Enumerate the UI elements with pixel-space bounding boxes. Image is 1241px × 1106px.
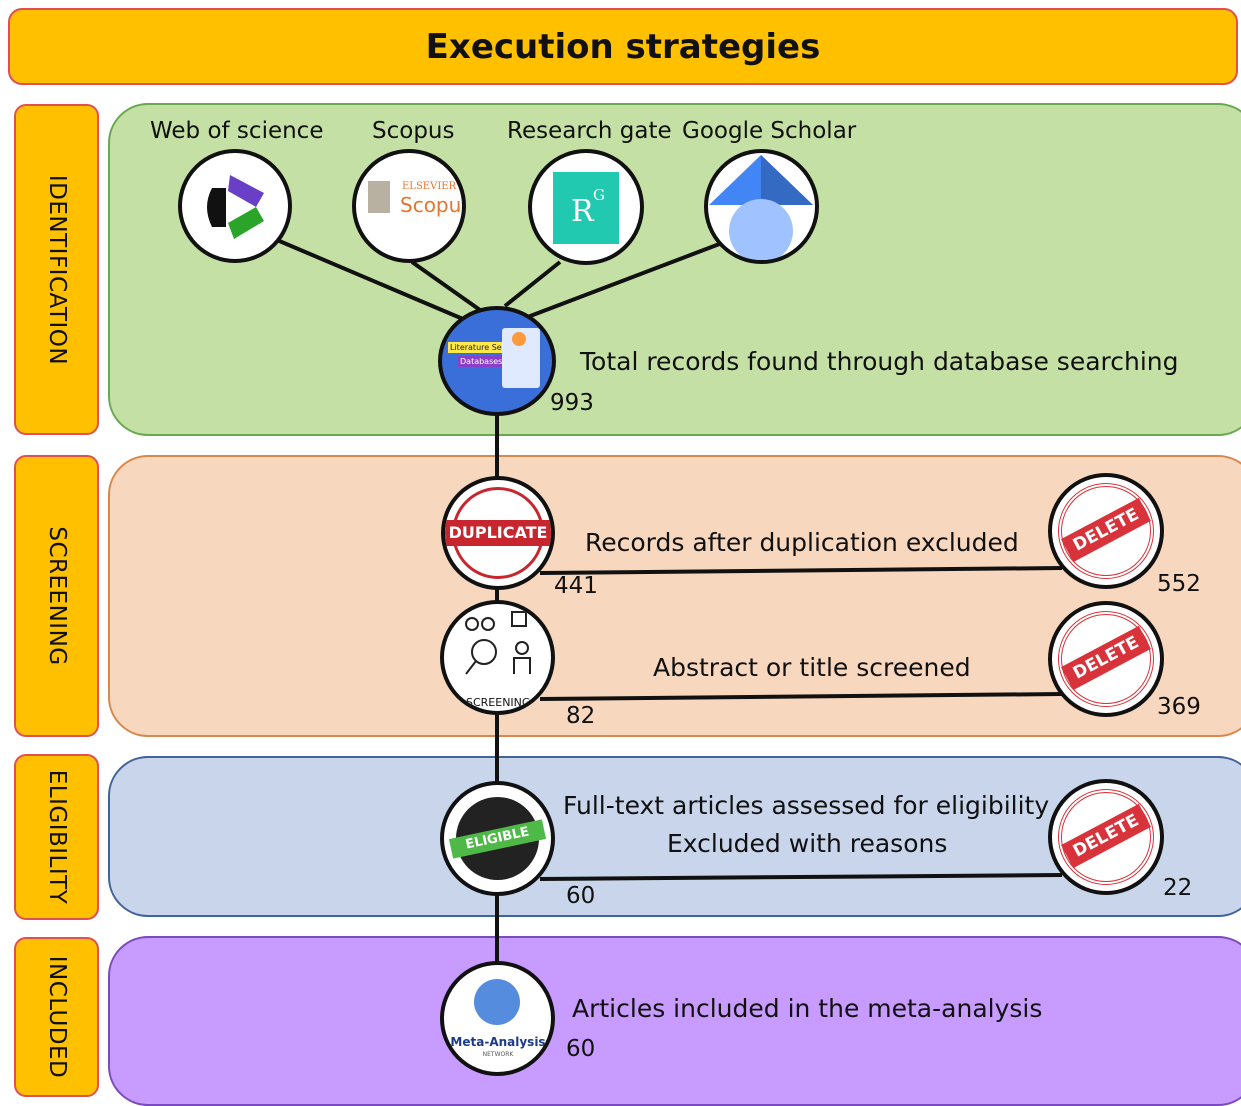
duplicate-stamp-icon: DUPLICATE	[441, 476, 555, 590]
fulltext-excluded-count: 22	[1163, 875, 1193, 901]
screening-panel	[108, 455, 1241, 737]
connector-researchgate	[503, 260, 562, 308]
connector-fulltext-exclusion	[539, 873, 1063, 881]
delete-stamp-icon: DELETE	[1048, 601, 1164, 717]
stage-tab-included: INCLUDED	[14, 937, 99, 1097]
total-records-label: Total records found through database sea…	[580, 347, 1179, 376]
dedup-count: 441	[554, 573, 598, 599]
connector-abstract-exclusion	[539, 692, 1063, 701]
source-label-scholar: Google Scholar	[682, 118, 857, 144]
literature-search-badge-line2: Databases	[458, 356, 505, 367]
title-bar: Execution strategies	[8, 8, 1238, 85]
delete-stamp-icon: DELETE	[1048, 779, 1164, 895]
fulltext-count: 60	[566, 883, 596, 909]
fulltext-label-line1: Full-text articles assessed for eligibil…	[563, 791, 1050, 820]
abstract-count: 82	[566, 703, 596, 729]
identification-panel	[108, 103, 1241, 436]
screening-people-icon: SCREENING	[440, 600, 555, 715]
literature-search-badge-line1: Literature Search	[448, 342, 522, 353]
meta-analysis-icon: Meta-Analysis NETWORK	[440, 961, 555, 1076]
dedup-label: Records after duplication excluded	[585, 528, 1019, 557]
google-scholar-icon	[704, 149, 819, 264]
abstract-excluded-count: 369	[1157, 694, 1201, 720]
scopus-logo-text: Scopus	[400, 193, 466, 217]
source-label-researchgate: Research gate	[507, 118, 672, 144]
researchgate-logo-g: G	[593, 186, 605, 204]
screening-badge-text: SCREENING	[466, 696, 531, 709]
fulltext-label-line2: Excluded with reasons	[667, 829, 948, 858]
elsevier-tree-icon	[368, 181, 390, 213]
connector-scholar	[524, 241, 723, 320]
connector-scopus	[410, 260, 482, 312]
meta-analysis-globe-icon	[474, 979, 520, 1025]
stage-tab-eligibility: ELIGIBILITY	[14, 754, 99, 920]
dedup-excluded-count: 552	[1157, 571, 1201, 597]
scopus-icon: ELSEVIER Scopus	[352, 149, 466, 263]
connector-dup-exclusion	[539, 566, 1063, 575]
stage-tab-screening: SCREENING	[14, 455, 99, 737]
web-of-science-icon	[178, 149, 292, 263]
source-label-wos: Web of science	[150, 118, 324, 144]
total-records-count: 993	[550, 390, 594, 416]
included-count: 60	[566, 1036, 596, 1062]
researchgate-icon: R G	[528, 149, 644, 265]
diagram-title: Execution strategies	[425, 26, 821, 67]
duplicate-stamp-text: DUPLICATE	[445, 520, 551, 546]
source-label-scopus: Scopus	[372, 118, 455, 144]
meta-analysis-badge-text: Meta-Analysis	[450, 1035, 546, 1049]
delete-stamp-icon: DELETE	[1048, 473, 1164, 589]
included-panel	[108, 936, 1241, 1106]
literature-search-icon: Literature Search Databases	[438, 306, 556, 416]
researchgate-logo-r: R	[571, 194, 594, 229]
stage-tab-identification: IDENTIFICATION	[14, 104, 99, 435]
connector-wos	[276, 238, 471, 324]
meta-analysis-badge-subtext: NETWORK	[482, 1051, 514, 1058]
scopus-logo-small-text: ELSEVIER	[402, 181, 457, 192]
abstract-label: Abstract or title screened	[653, 653, 971, 682]
eligible-badge-icon: ELIGIBLE	[440, 781, 555, 896]
included-label: Articles included in the meta-analysis	[572, 994, 1043, 1023]
